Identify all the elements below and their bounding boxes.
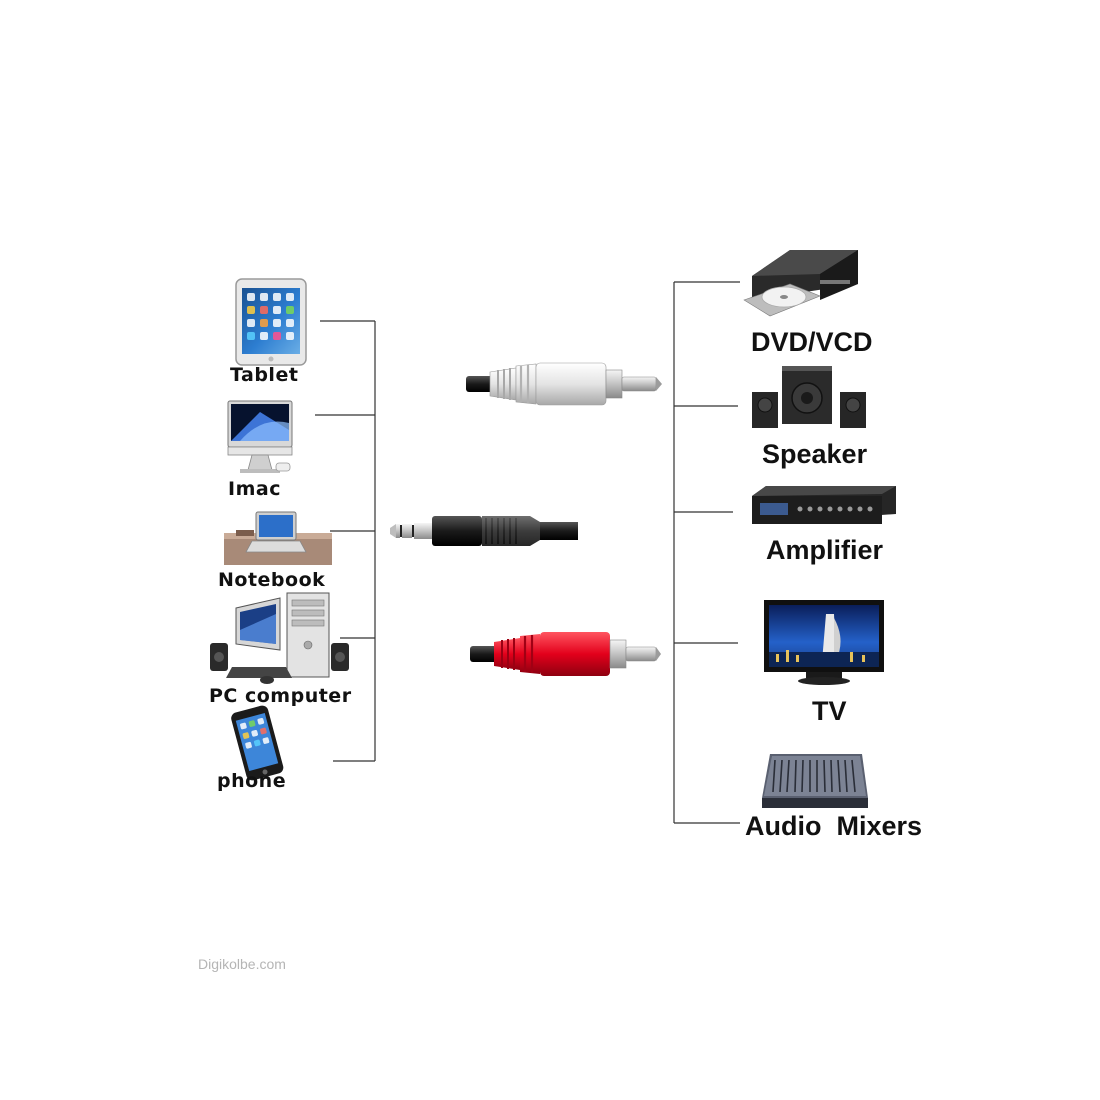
dvd-player-icon	[743, 250, 858, 317]
destination-label-amplifier: Amplifier	[766, 535, 884, 565]
source-label-pc-computer: PC computer	[209, 685, 352, 707]
watermark: Digikolbe.com	[198, 956, 286, 972]
source-label-notebook: Notebook	[218, 569, 326, 591]
speaker-icon	[752, 366, 866, 428]
source-label-phone: phone	[217, 770, 287, 792]
destination-label-audio-mixers: Audio Mixers	[745, 811, 923, 841]
source-connector-lines	[315, 320, 376, 762]
destination-label-tv: TV	[812, 696, 847, 726]
pc-computer-icon	[210, 592, 349, 684]
source-label-tablet: Tablet	[230, 364, 299, 386]
source-label-imac: Imac	[228, 478, 281, 500]
amplifier-icon	[752, 486, 896, 524]
rca-white-plug-icon	[466, 362, 662, 406]
tv-icon	[764, 600, 884, 685]
aux-jack-icon	[390, 516, 578, 546]
imac-icon	[227, 400, 293, 473]
notebook-icon	[224, 511, 332, 565]
phone-icon	[231, 705, 284, 781]
destination-label-dvd-vcd: DVD/VCD	[751, 327, 873, 357]
rca-red-plug-icon	[470, 632, 661, 676]
destination-label-speaker: Speaker	[762, 439, 868, 469]
audio-mixer-icon	[762, 754, 868, 808]
tablet-icon	[235, 278, 307, 366]
destination-connector-lines	[673, 281, 740, 824]
